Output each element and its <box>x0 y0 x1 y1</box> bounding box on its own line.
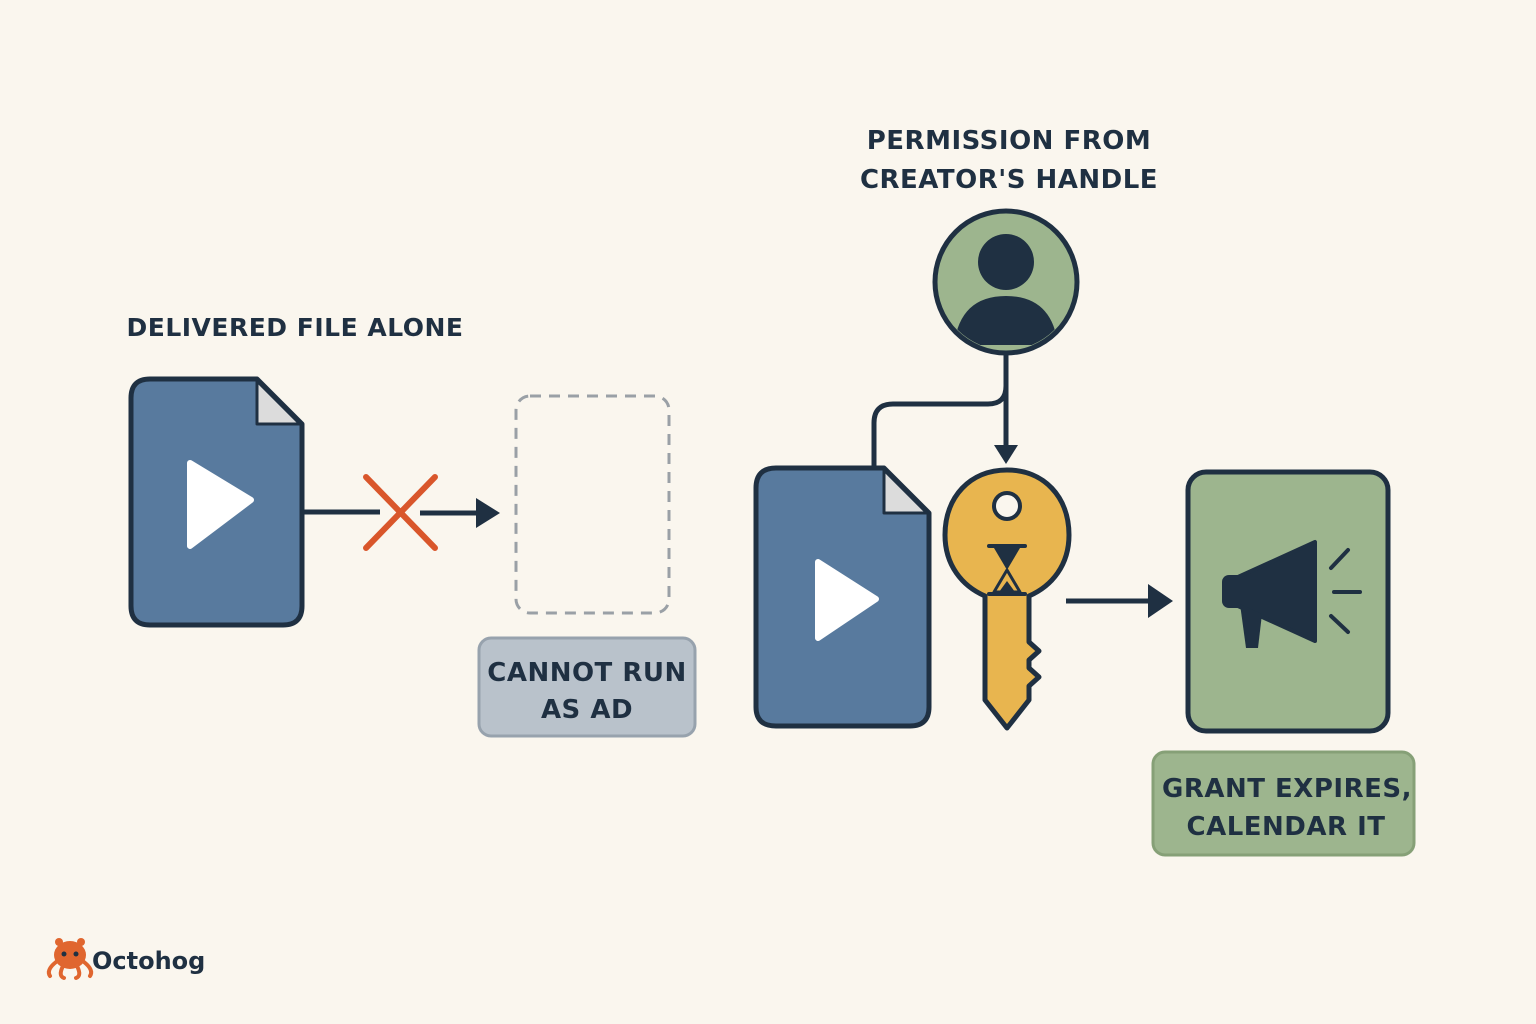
cannot-run-badge <box>477 636 697 738</box>
brand-name: Octohog <box>92 947 205 975</box>
hourglass-icon <box>987 544 1027 596</box>
video-file-icon <box>753 465 932 729</box>
person-icon <box>932 208 1080 356</box>
blocked-arrow-head <box>476 498 500 528</box>
grant-expires-label-line2: CALENDAR IT <box>1187 812 1386 842</box>
grant-expires-badge <box>1151 750 1416 857</box>
creator-to-file-connector <box>871 354 1009 470</box>
creator-to-key-arrow-head <box>994 445 1018 464</box>
cannot-run-label-line1: CANNOT RUN <box>487 658 687 688</box>
delivered-file-title: DELIVERED FILE ALONE <box>126 313 463 342</box>
video-file-icon <box>128 376 305 628</box>
key-to-ad-arrow-head <box>1148 584 1173 618</box>
cannot-run-label-line2: AS AD <box>541 695 633 725</box>
permission-label-line2: CREATOR'S HANDLE <box>860 165 1158 195</box>
key-icon <box>942 467 1072 731</box>
x-mark-icon <box>363 474 438 551</box>
grant-expires-label-line1: GRANT EXPIRES, <box>1162 774 1412 804</box>
megaphone-icon <box>1222 540 1362 648</box>
empty-ad-slot <box>514 394 671 615</box>
permission-label-line1: PERMISSION FROM <box>867 126 1152 156</box>
octohog-logo-icon <box>46 938 94 980</box>
